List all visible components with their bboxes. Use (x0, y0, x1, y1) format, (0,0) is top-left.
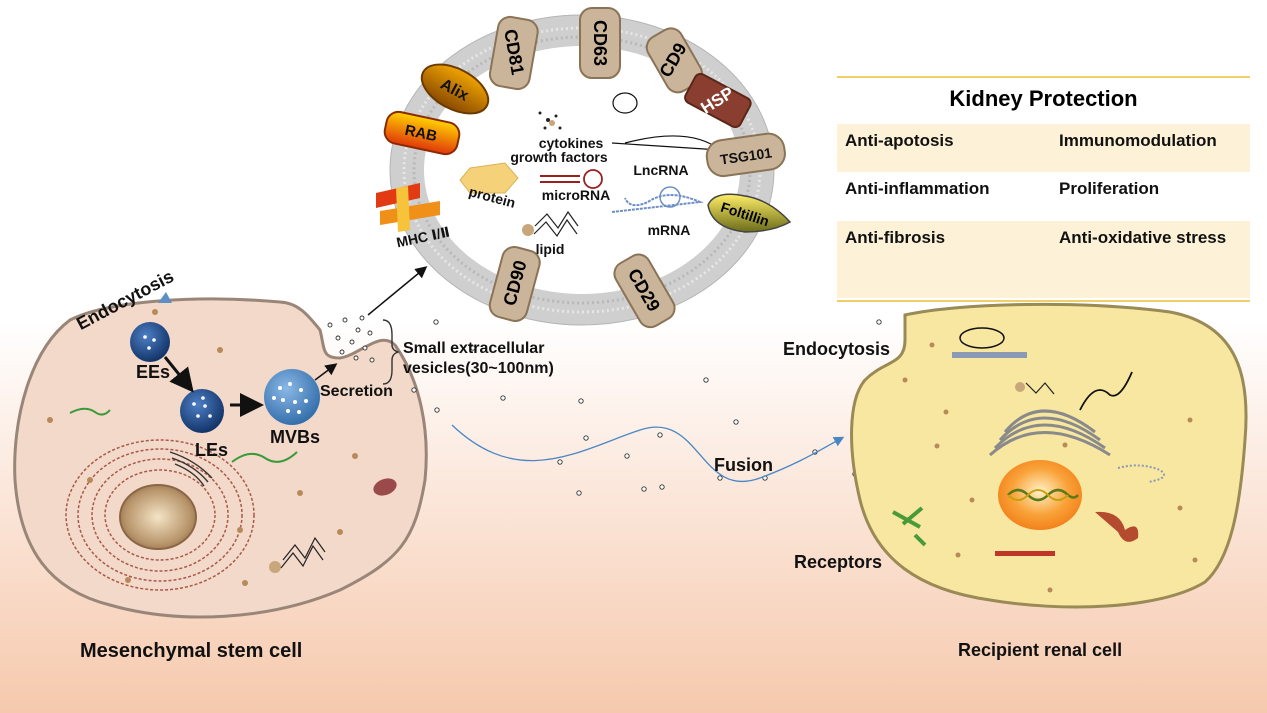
golgi (988, 409, 1111, 457)
vesicle-lumen (424, 46, 740, 294)
arrow-mvb-secretion (314, 363, 338, 381)
kp-cell-left: Anti-fibrosis (845, 228, 946, 247)
mrna-hairpin-icon (611, 194, 704, 213)
cargo-cytokines: cytokines (539, 135, 604, 151)
empty-vesicle-icon (612, 92, 638, 114)
cargo-growth-factors: growth factors (510, 149, 607, 165)
lipid-icon (269, 561, 281, 573)
ligand-triangle-icon (158, 292, 172, 303)
les-label: LEs (195, 440, 229, 460)
renal-cell-caption: Recipient renal cell (958, 640, 1123, 660)
kidney-protection-row: Anti-fibrosis Anti-oxidative stress (837, 221, 1250, 298)
ees-label: EEs (136, 362, 171, 382)
cargo-mrna: mRNA (648, 222, 691, 238)
arrow-to-vesicle (367, 266, 428, 316)
stem-cell-caption: Mesenchymal stem cell (80, 640, 303, 662)
kp-cell-left: Anti-inflammation (845, 179, 990, 198)
kp-cell-right: Immunomodulation (1059, 131, 1217, 150)
kidney-protection-row: Anti-apotosis Immunomodulation (837, 124, 1250, 172)
marker-cd63: CD63 (590, 20, 610, 66)
kp-cell-right: Proliferation (1059, 179, 1160, 198)
cargo-microrna: microRNA (542, 187, 610, 203)
cytokine-bead (549, 120, 555, 126)
stem-cell-nucleus (119, 484, 197, 550)
mrna-comb (952, 352, 1027, 358)
early-endosome (130, 322, 170, 362)
microrna-hairpin (1095, 511, 1139, 542)
renal-endocytosis-label: Endocytosis (783, 339, 891, 359)
kp-cell-left: Anti-apotosis (845, 131, 954, 150)
microrna-hairpin-icon (540, 175, 580, 183)
multivesicular-body (264, 369, 320, 425)
protein-hexagon (459, 162, 519, 194)
vesicle-dot (152, 309, 158, 315)
cytoplasm-granules (902, 342, 1198, 593)
trna-squiggle (1117, 464, 1165, 483)
stem-cell (13, 292, 428, 619)
rna-strand (1079, 371, 1133, 411)
endoplasmic-reticulum (65, 439, 255, 591)
fusion-label: Fusion (714, 455, 773, 475)
sev-bracket (382, 319, 401, 385)
receptor-icon (892, 506, 927, 547)
arrow-ee-to-le (163, 356, 194, 393)
exosome-vesicle (376, 7, 792, 329)
microrna-bar (995, 551, 1055, 556)
mvbs-label: MVBs (270, 427, 321, 447)
cytokine-dots (538, 111, 562, 130)
marker-cd63-shape (579, 7, 621, 79)
renal-cell-membrane (850, 302, 1248, 609)
cytoplasm-granules (47, 347, 358, 586)
mrna-loop (659, 186, 681, 208)
marker-alix-shape (420, 63, 490, 115)
marker-cd81-shape (488, 15, 539, 91)
rna-strand (231, 451, 298, 463)
golgi (169, 451, 213, 487)
lncrna-loop (959, 327, 1005, 349)
microrna-loop (583, 169, 603, 189)
lipid-icon (1015, 382, 1025, 392)
marker-rab-shape (383, 110, 461, 156)
renal-cell-nucleus (998, 460, 1082, 530)
marker-rab: RAB (403, 122, 438, 145)
receptors-label: Receptors (794, 552, 883, 572)
renal-cell (850, 302, 1248, 609)
cargo-lipid: lipid (536, 241, 565, 257)
marker-tsg101: TSG101 (719, 144, 773, 167)
lipid-tail (534, 210, 579, 230)
kidney-protection-row: Anti-inflammation Proliferation (837, 172, 1250, 220)
kp-cell-right: Anti-oxidative stress (1059, 228, 1227, 247)
lipid-tail (1025, 382, 1055, 395)
kidney-protection-title: Kidney Protection (949, 86, 1138, 111)
lipid-tail (280, 544, 324, 569)
cargo-lncrna: LncRNA (633, 162, 688, 178)
secretion-label: Secretion (320, 383, 393, 400)
lipid-tail (282, 536, 326, 561)
kidney-protection-table: Kidney Protection Anti-apotosis Immunomo… (837, 76, 1250, 302)
lipid-head (522, 224, 534, 236)
rna-strand (69, 407, 111, 416)
small-extracellular-vesicles (327, 315, 375, 363)
sev-label-line2: vesicles(30~100nm) (403, 360, 554, 377)
lipid-tail (533, 218, 578, 238)
marker-mhc-shape (376, 183, 440, 232)
marker-foltillin-shape (707, 193, 792, 233)
dna-helix (1007, 489, 1069, 501)
marker-tsg101-shape (705, 132, 786, 178)
late-endosome (180, 389, 224, 433)
marker-cd90-shape (488, 245, 541, 322)
marker-cd29-shape (613, 253, 676, 329)
marker-hsp-shape (684, 72, 752, 129)
sev-label-line1: Small extracellular (403, 340, 545, 357)
mitochondrion (373, 478, 397, 496)
fusion-path-arrow (451, 424, 845, 483)
